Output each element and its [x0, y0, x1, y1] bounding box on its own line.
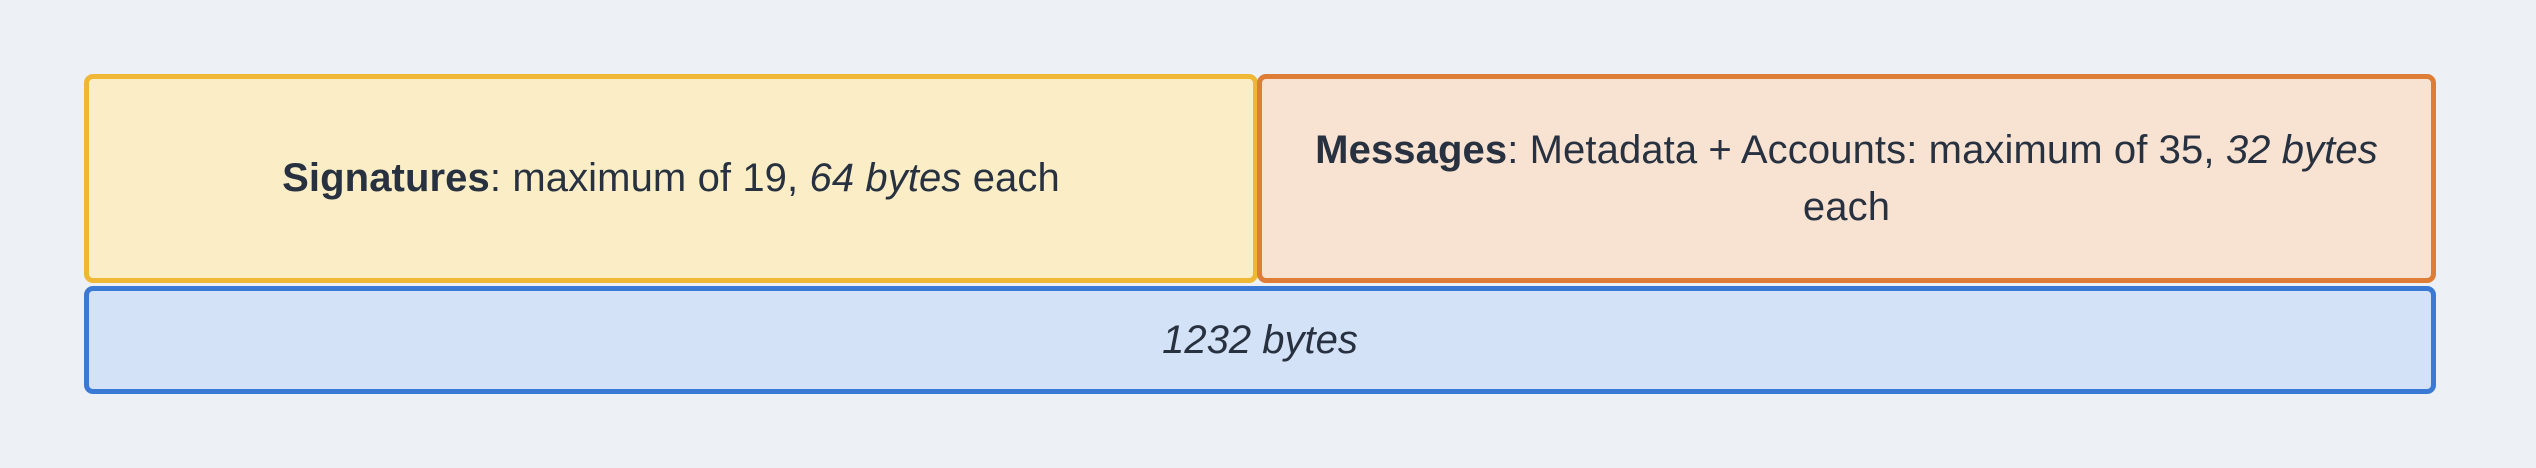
signatures-description-tail: each: [961, 156, 1060, 201]
messages-label: Messages: [1315, 127, 1508, 172]
messages-segment-text: Messages: Metadata + Accounts: maximum o…: [1288, 122, 2405, 236]
signatures-separator: :: [489, 156, 513, 201]
messages-description-tail: each: [1802, 184, 1891, 229]
signatures-label: Signatures: [282, 156, 490, 201]
total-size-text: 1232 bytes: [1162, 318, 1358, 362]
segments-row: Signatures: maximum of 19, 64 bytes each…: [84, 74, 2436, 283]
messages-description: Metadata + Accounts: maximum of 35,: [1529, 127, 2226, 172]
messages-segment: Messages: Metadata + Accounts: maximum o…: [1257, 74, 2436, 283]
signatures-description: maximum of 19,: [512, 156, 810, 201]
signatures-segment-text: Signatures: maximum of 19, 64 bytes each: [282, 150, 1060, 207]
total-size-bar: 1232 bytes: [84, 286, 2436, 394]
transaction-size-diagram: Signatures: maximum of 19, 64 bytes each…: [84, 74, 2436, 394]
signatures-unit-size: 64 bytes: [809, 156, 962, 201]
messages-separator: :: [1507, 127, 1530, 172]
messages-unit-size: 32 bytes: [2225, 127, 2378, 172]
signatures-segment: Signatures: maximum of 19, 64 bytes each: [84, 74, 1258, 283]
